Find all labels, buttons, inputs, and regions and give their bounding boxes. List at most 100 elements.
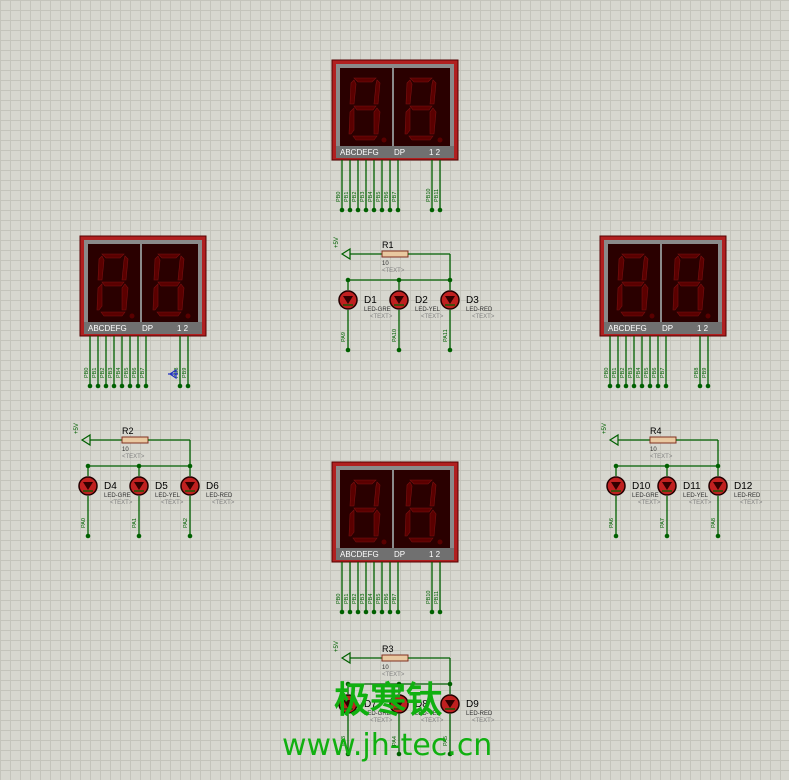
led-name: D4 xyxy=(104,481,117,492)
led-type: LED-GRE xyxy=(364,711,391,717)
junction xyxy=(447,347,453,353)
supply-label: +5V xyxy=(334,641,340,652)
segment xyxy=(353,105,377,111)
net-label: PA9 xyxy=(341,332,347,342)
led-name: D3 xyxy=(466,295,479,306)
pin-label: PB10 xyxy=(426,189,432,202)
led-name: D10 xyxy=(632,481,651,492)
pin-label: PB0 xyxy=(604,368,610,378)
junction xyxy=(379,609,385,615)
resistor-text: <TEXT> xyxy=(382,268,405,274)
resistor[interactable] xyxy=(381,250,409,258)
net-label: PA7 xyxy=(660,518,666,528)
pin-label: PB7 xyxy=(140,368,146,378)
led-text: <TEXT> xyxy=(472,718,495,724)
junction xyxy=(664,533,670,539)
segment xyxy=(621,281,645,287)
diode-icon xyxy=(185,482,195,490)
junction xyxy=(631,383,637,389)
resistor[interactable] xyxy=(649,436,677,444)
junction xyxy=(396,347,402,353)
digits-label: 1 2 xyxy=(429,550,441,559)
junction xyxy=(95,383,101,389)
segment xyxy=(404,509,411,537)
diode-icon xyxy=(394,296,404,304)
led-type: LED-GRE xyxy=(364,307,391,313)
segment xyxy=(152,283,159,311)
net-label: PA4 xyxy=(392,736,398,746)
led-name: D5 xyxy=(155,481,168,492)
led-type: LED-RED xyxy=(734,493,761,499)
led-text: <TEXT> xyxy=(689,500,712,506)
segment xyxy=(616,283,623,311)
segment xyxy=(677,281,701,287)
junction xyxy=(613,533,619,539)
pin-label: PB7 xyxy=(392,594,398,604)
junction xyxy=(345,751,351,757)
junction xyxy=(355,207,361,213)
pin-label: PB2 xyxy=(100,368,106,378)
pin-label: PB11 xyxy=(434,189,440,202)
dp-label: DP xyxy=(394,550,405,559)
junction xyxy=(607,383,613,389)
net-label: PA11 xyxy=(443,329,449,342)
pin-label: PB10 xyxy=(426,591,432,604)
diode-icon xyxy=(662,482,672,490)
pin-label: PB0 xyxy=(336,594,342,604)
junction xyxy=(705,383,711,389)
segment xyxy=(373,107,381,135)
resistor[interactable] xyxy=(381,654,409,662)
segment xyxy=(373,481,381,507)
junction xyxy=(655,383,661,389)
pin-label: PB4 xyxy=(368,594,374,604)
diode-icon xyxy=(343,700,353,708)
decimal-point xyxy=(381,137,387,143)
diode-icon xyxy=(394,700,404,708)
led-type: LED-YEL xyxy=(415,307,441,313)
pin-label: PB8 xyxy=(694,368,700,378)
pin-label: PB4 xyxy=(636,368,642,378)
junction xyxy=(371,609,377,615)
resistor[interactable] xyxy=(121,436,149,444)
segment xyxy=(156,311,182,317)
junction xyxy=(85,533,91,539)
junction xyxy=(177,383,183,389)
pin-label: PB4 xyxy=(116,368,122,378)
junction xyxy=(429,609,435,615)
led-name: D2 xyxy=(415,295,428,306)
pin-label-strip xyxy=(604,322,722,334)
junction xyxy=(339,207,345,213)
segment xyxy=(408,135,434,141)
decimal-point xyxy=(437,539,443,545)
led-type: LED-YEL xyxy=(415,711,441,717)
led-type: LED-YEL xyxy=(155,493,181,499)
dp-label: DP xyxy=(662,324,673,333)
watermark-url: www.jh-tec.cn xyxy=(282,728,492,763)
dp-label: DP xyxy=(142,324,153,333)
pin-label: PB7 xyxy=(660,368,666,378)
decimal-point xyxy=(381,539,387,545)
led-type: LED-RED xyxy=(466,711,493,717)
junction xyxy=(396,751,402,757)
pin-label: PB5 xyxy=(376,594,382,604)
net-label: PA2 xyxy=(183,518,189,528)
junction xyxy=(715,533,721,539)
pin-label: PB6 xyxy=(384,594,390,604)
segment xyxy=(157,281,181,287)
led-text: <TEXT> xyxy=(421,314,444,320)
segment xyxy=(697,255,705,281)
resistor-value: 10 xyxy=(122,447,129,453)
segment xyxy=(673,255,681,281)
pin-label: PB1 xyxy=(612,368,618,378)
segment xyxy=(101,253,125,259)
